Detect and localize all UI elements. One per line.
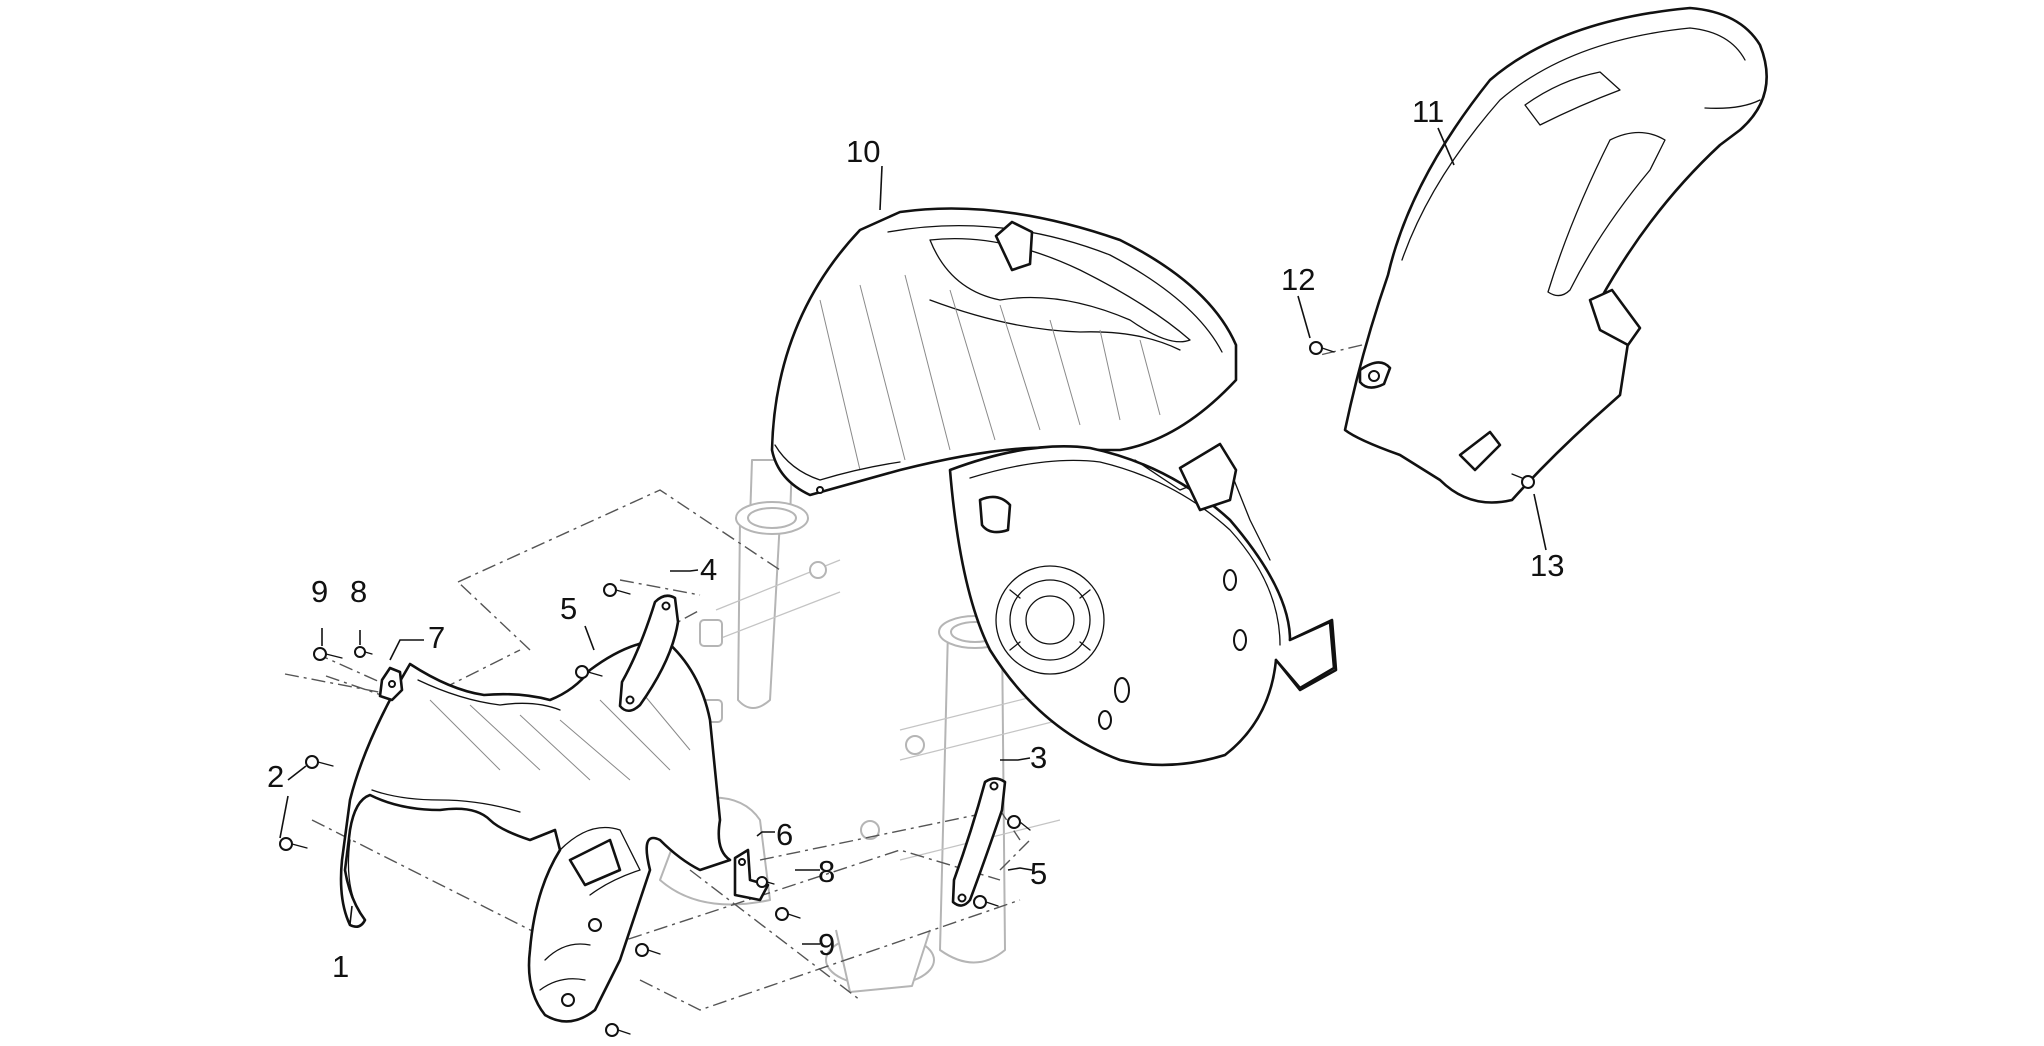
front-shield-part-10 bbox=[770, 207, 1238, 497]
screw-part-1-lower-a bbox=[635, 943, 661, 957]
label-part-4: 4 bbox=[700, 552, 717, 587]
rear-mudguard-part-11 bbox=[1343, 6, 1768, 504]
label-part-6: 6 bbox=[776, 817, 793, 852]
label-part-7: 7 bbox=[428, 620, 445, 655]
label-part-12: 12 bbox=[1281, 262, 1315, 297]
screw-part-5-lower-left bbox=[575, 665, 603, 679]
label-part-8-upper: 8 bbox=[350, 574, 367, 609]
part-number-labels: 1 2 3 4 5 5 6 7 8 8 9 9 10 11 12 13 bbox=[267, 94, 1564, 984]
label-part-8-lower: 8 bbox=[818, 854, 835, 889]
bracket-part-3 bbox=[951, 777, 1007, 907]
screws bbox=[279, 341, 1535, 1037]
label-part-5-lower: 5 bbox=[1030, 856, 1047, 891]
label-part-3: 3 bbox=[1030, 740, 1047, 775]
label-part-5-upper: 5 bbox=[560, 591, 577, 626]
inner-shield-part-10 bbox=[948, 442, 1338, 767]
screw-part-2-lower bbox=[279, 837, 308, 851]
screw-part-12 bbox=[1309, 341, 1335, 355]
label-part-2: 2 bbox=[267, 759, 284, 794]
label-part-13: 13 bbox=[1530, 548, 1564, 583]
screw-part-2-upper bbox=[305, 755, 334, 769]
bracket-part-4 bbox=[618, 594, 680, 713]
speedometer-boss bbox=[995, 565, 1105, 675]
leader-lines bbox=[279, 127, 1547, 945]
screw-part-8-right bbox=[756, 876, 775, 888]
screw-part-9-right bbox=[775, 907, 801, 921]
label-part-1: 1 bbox=[332, 949, 349, 984]
screw-part-5-upper-left bbox=[603, 583, 631, 597]
screw-part-1-lower-b bbox=[605, 1023, 631, 1037]
screw-part-5-upper-right bbox=[1007, 815, 1031, 831]
label-part-10: 10 bbox=[846, 134, 880, 169]
label-part-11: 11 bbox=[1412, 94, 1444, 129]
screw-part-13 bbox=[1511, 473, 1535, 489]
front-mudguard-part-1 bbox=[339, 638, 732, 1023]
label-part-9-upper: 9 bbox=[311, 574, 328, 609]
screw-part-9-left bbox=[313, 647, 343, 661]
label-part-9-lower: 9 bbox=[818, 927, 835, 962]
bracket-part-7 bbox=[378, 666, 404, 702]
screw-part-5-lower-right bbox=[973, 895, 999, 909]
screw-part-8-left bbox=[354, 646, 373, 658]
